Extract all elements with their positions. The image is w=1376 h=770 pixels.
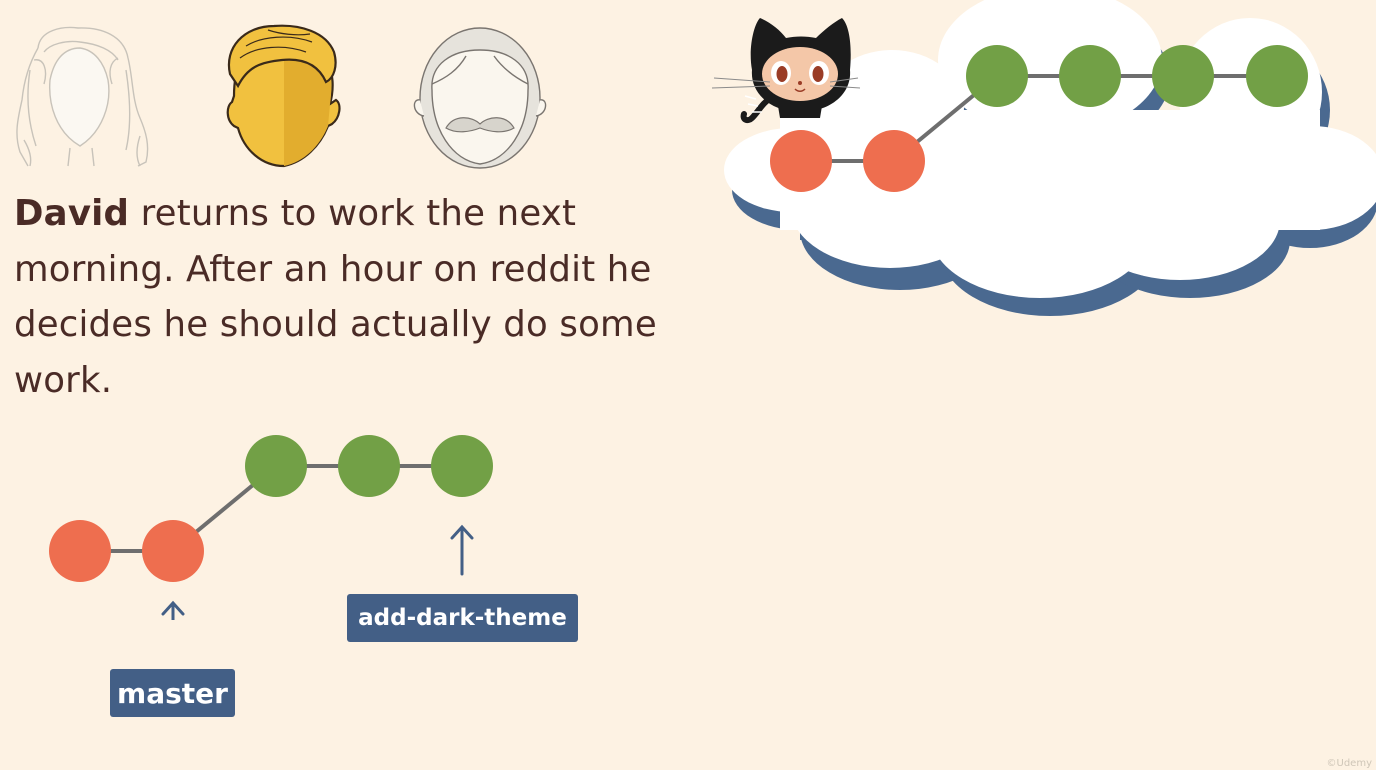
feature-commit[interactable]: [245, 435, 307, 497]
watermark: ©Udemy: [1326, 758, 1372, 769]
remote-feature-commit[interactable]: [1246, 45, 1308, 107]
caption-name: David: [14, 193, 130, 234]
man-avatar-icon: [226, 24, 341, 168]
local-commit-graph: [49, 435, 493, 620]
feature-pointer-arrow-icon: [450, 524, 474, 576]
old-man-avatar-icon: [413, 27, 547, 169]
cloud-icon: [724, 0, 1376, 316]
remote-master-commit[interactable]: [863, 130, 925, 192]
master-commit[interactable]: [142, 520, 204, 582]
woman-avatar-icon: [16, 26, 149, 167]
remote-feature-commit[interactable]: [1152, 45, 1214, 107]
remote-repository: [711, 0, 1376, 316]
caption-text: David returns to work the next morning. …: [14, 186, 694, 408]
octocat-icon: [711, 18, 861, 124]
caption-body: returns to work the next morning. After …: [14, 193, 657, 401]
master-commit[interactable]: [49, 520, 111, 582]
feature-commit[interactable]: [338, 435, 400, 497]
remote-feature-commit[interactable]: [966, 45, 1028, 107]
feature-commit[interactable]: [431, 435, 493, 497]
remote-feature-commit[interactable]: [1059, 45, 1121, 107]
avatars: [16, 24, 547, 169]
feature-branch-tag[interactable]: add-dark-theme: [347, 594, 578, 642]
master-branch-tag[interactable]: master: [110, 669, 235, 717]
master-pointer-arrow-icon: [161, 600, 185, 620]
remote-master-commit[interactable]: [770, 130, 832, 192]
